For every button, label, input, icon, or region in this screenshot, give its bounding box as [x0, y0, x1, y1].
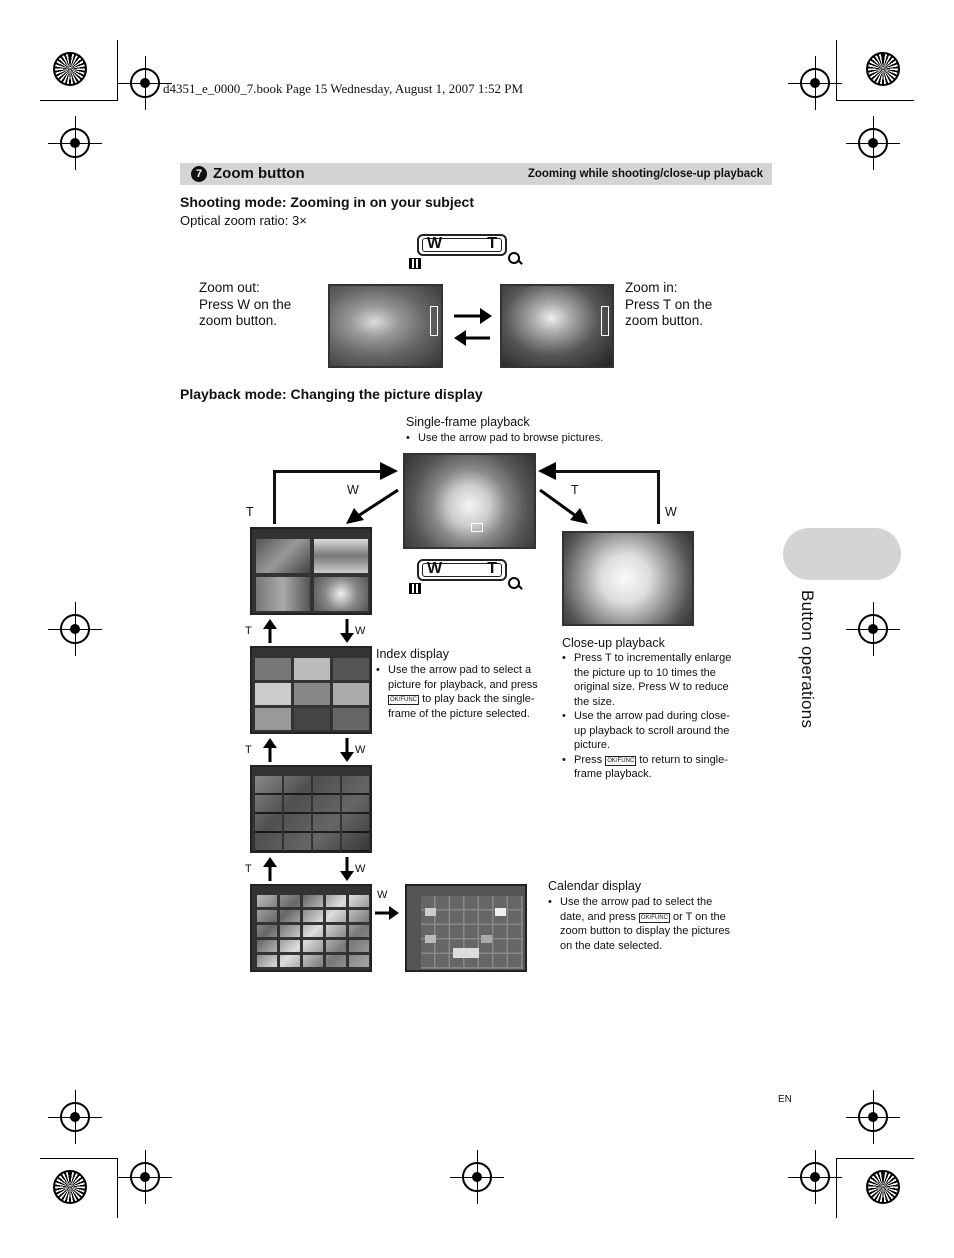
arrow-up-icon	[263, 857, 277, 881]
ok-func-icon: OK/FUNC	[638, 912, 670, 923]
file-header: d4351_e_0000_7.book Page 15 Wednesday, A…	[163, 81, 524, 96]
calendar-screen	[405, 884, 527, 972]
ok-func-icon: OK/FUNC	[388, 695, 419, 705]
crop-mark	[836, 1158, 837, 1218]
crop-mark	[836, 40, 837, 100]
crop-mark	[836, 100, 914, 101]
registration-target-icon	[48, 602, 102, 656]
crop-mark	[40, 1158, 118, 1159]
playback-heading: Playback mode: Changing the picture disp…	[180, 386, 483, 402]
shooting-heading: Shooting mode: Zooming in on your subjec…	[180, 194, 474, 210]
battery-icon	[471, 523, 483, 532]
zoom-ratio: Optical zoom ratio: 3×	[180, 213, 307, 228]
magnifier-icon	[508, 577, 520, 589]
arrow-up-icon	[263, 619, 277, 643]
arrow-down-icon	[340, 857, 354, 881]
section-number: 7	[191, 166, 207, 182]
index-9-screen	[250, 646, 372, 734]
crop-mark	[117, 1158, 118, 1218]
index-16-screen	[250, 765, 372, 853]
language-code: EN	[778, 1094, 792, 1105]
registration-star-icon	[53, 52, 87, 86]
registration-target-icon	[118, 1150, 172, 1204]
closeup-bullets: Press T to incrementally enlarge the pic…	[562, 651, 762, 782]
arrow-down-right-icon	[539, 488, 588, 524]
chapter-label: Button operations	[798, 590, 817, 729]
magnifier-icon	[508, 252, 520, 264]
zoom-in-text: Zoom in: Press T on the zoom button.	[625, 280, 713, 328]
registration-target-icon	[48, 116, 102, 170]
arrow-down-icon	[340, 619, 354, 643]
registration-target-icon	[846, 1090, 900, 1144]
registration-target-icon	[118, 56, 172, 110]
index-4-screen	[250, 527, 372, 615]
zoom-arrows-icon	[454, 308, 492, 346]
arrow-up-icon	[263, 738, 277, 762]
wide-icon	[409, 583, 421, 594]
registration-star-icon	[866, 1170, 900, 1204]
registration-star-icon	[866, 52, 900, 86]
section-bar: 7 Zoom button Zooming while shooting/clo…	[180, 163, 772, 185]
section-subtitle: Zooming while shooting/close-up playback	[527, 168, 763, 180]
arrow-right-icon	[375, 906, 399, 920]
closeup-title: Close-up playback	[562, 636, 665, 650]
telephoto-shot-photo	[500, 284, 614, 368]
crop-mark	[117, 40, 118, 100]
registration-target-icon	[846, 116, 900, 170]
section-title: Zoom button	[213, 165, 305, 182]
closeup-screen	[562, 531, 694, 626]
index-25-screen	[250, 884, 372, 972]
crop-mark	[40, 100, 118, 101]
single-frame-bullet: Use the arrow pad to browse pictures.	[406, 431, 603, 446]
calendar-title: Calendar display	[548, 879, 642, 893]
zoom-out-text: Zoom out: Press W on the zoom button.	[199, 280, 292, 328]
zoom-switch-icon: W T	[417, 234, 507, 256]
single-frame-title: Single-frame playback	[406, 415, 530, 429]
registration-target-icon	[788, 56, 842, 110]
arrow-down-icon	[340, 738, 354, 762]
arrow-right-icon	[380, 462, 398, 480]
wide-icon	[409, 258, 421, 269]
ok-func-icon: OK/FUNC	[605, 755, 637, 766]
zoom-switch-icon: W T	[417, 559, 507, 581]
index-title: Index display	[376, 647, 449, 661]
registration-star-icon	[53, 1170, 87, 1204]
registration-target-icon	[846, 602, 900, 656]
chapter-tab	[783, 528, 901, 580]
single-frame-screen	[403, 453, 536, 549]
registration-target-icon	[450, 1150, 504, 1204]
registration-target-icon	[788, 1150, 842, 1204]
arrow-left-icon	[538, 462, 556, 480]
arrow-down-left-icon	[346, 488, 399, 524]
calendar-bullets: Use the arrow pad to select the date, an…	[548, 895, 763, 953]
wide-shot-photo	[328, 284, 443, 368]
registration-target-icon	[48, 1090, 102, 1144]
index-bullets: Use the arrow pad to select a picture fo…	[376, 663, 562, 721]
crop-mark	[836, 1158, 914, 1159]
